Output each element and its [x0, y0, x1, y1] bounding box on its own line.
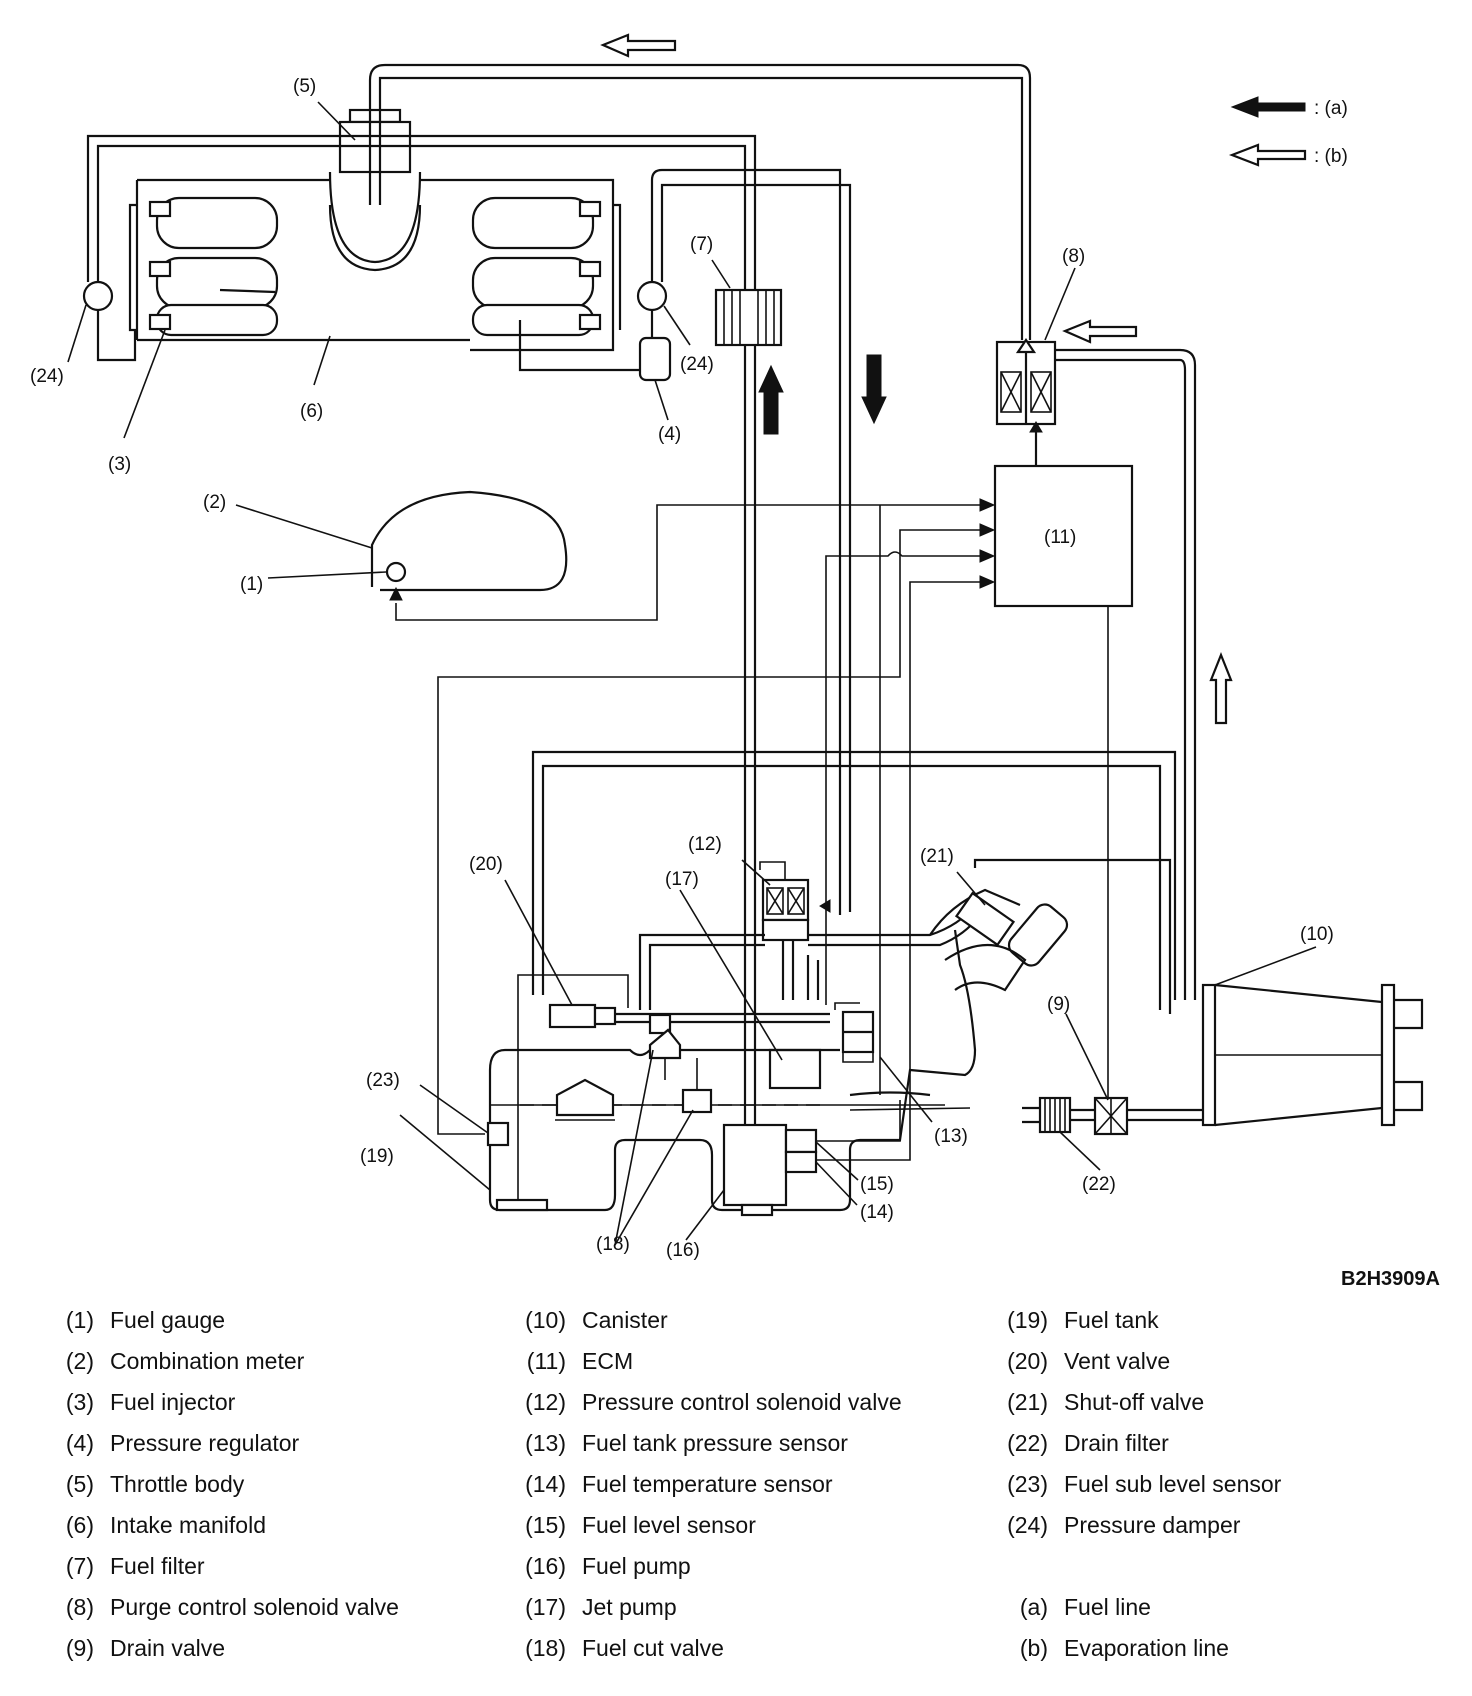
legend-item: (17)Jet pump [525, 1594, 677, 1620]
arrow-legend-a: : (a) [1314, 98, 1348, 119]
fuel-system-diagram: : (a) : (b) [30, 33, 1424, 1260]
legend-item: (3)Fuel injector [65, 1389, 236, 1415]
fuel-sub-level-sensor [486, 1121, 510, 1147]
legend-item: (24)Pressure damper [1007, 1512, 1241, 1538]
callout-21: (21) [920, 846, 954, 867]
callout-10: (10) [1300, 924, 1334, 945]
legend-item: (16)Fuel pump [525, 1553, 691, 1579]
legend-item: (13)Fuel tank pressure sensor [525, 1430, 848, 1456]
fuel-flow-up-arrow-icon [758, 364, 784, 435]
arrow-legend: : (a) : (b) [1228, 96, 1348, 167]
legend-item: (1)Fuel gauge [65, 1307, 226, 1333]
legend-item: (19)Fuel tank [1007, 1307, 1159, 1333]
evaporation-line-arrow-icon [1228, 143, 1307, 167]
drain-valve [1093, 1096, 1129, 1136]
callout-2: (2) [203, 492, 226, 513]
fuel-pump [722, 1123, 788, 1207]
throttle-body [328, 108, 422, 272]
legend-item: (5)Throttle body [65, 1471, 245, 1497]
legend-item: (12)Pressure control solenoid valve [525, 1389, 902, 1415]
legend-item: (14)Fuel temperature sensor [525, 1471, 833, 1497]
callout-6: (6) [300, 401, 323, 422]
pressure-regulator [638, 336, 672, 382]
callout-16: (16) [666, 1240, 700, 1260]
legend-item: (11)ECM [526, 1348, 634, 1374]
legend-item: (21)Shut-off valve [1007, 1389, 1205, 1415]
pressure-damper [636, 280, 668, 312]
arrow-legend-b: : (b) [1314, 146, 1348, 167]
fuel-cut-valve [681, 1088, 713, 1114]
legend-column-3: (19)Fuel tank (20)Vent valve (21)Shut-of… [996, 1300, 1281, 1669]
legend-item: (20)Vent valve [1007, 1348, 1171, 1374]
figure-code: B2H3909A [1341, 1268, 1440, 1290]
legend-item: (18)Fuel cut valve [525, 1635, 724, 1661]
callout-19: (19) [360, 1146, 394, 1167]
callout-3: (3) [108, 454, 131, 475]
fuel-flow-down-arrow-icon [861, 354, 887, 425]
callout-13: (13) [934, 1126, 968, 1147]
combination-meter [370, 490, 568, 592]
callout-5: (5) [293, 76, 316, 97]
callout-17: (17) [665, 869, 699, 890]
legend-item: (22)Drain filter [1007, 1430, 1169, 1456]
evap-flow-arrow-icon [1209, 652, 1233, 725]
legend-line-item: (b)Evaporation line [1019, 1635, 1229, 1661]
fuel-temperature-sensor [784, 1150, 818, 1174]
fuel-level-sensor [784, 1128, 818, 1154]
legend-item: (9)Drain valve [65, 1635, 226, 1661]
intake-manifold [135, 178, 615, 352]
evap-flow-arrow-icon [1062, 319, 1138, 344]
fuel-tank-pressure-sensor [834, 1002, 875, 1063]
parts-legend: (1)Fuel gauge (2)Combination meter (3)Fu… [0, 1300, 1472, 1680]
fuel-gauge [385, 561, 407, 583]
legend-item: (4)Pressure regulator [65, 1430, 300, 1456]
callout-labels: (5) (2) (1) (3) (24) (6) (4) (24) (7) (8… [30, 76, 1334, 1260]
callout-23: (23) [366, 1070, 400, 1091]
purge-control-solenoid-valve [995, 338, 1057, 426]
callout-11: (11) [1044, 527, 1076, 548]
callout-20: (20) [469, 854, 503, 875]
legend-item: (6)Intake manifold [65, 1512, 266, 1538]
evap-flow-arrow-icon [600, 33, 677, 58]
callout-1: (1) [240, 574, 263, 595]
callout-24-right: (24) [680, 354, 714, 375]
legend-spacer [996, 1546, 1281, 1587]
callout-9: (9) [1047, 994, 1070, 1015]
legend-item: (10)Canister [525, 1307, 668, 1333]
legend-column-2: (10)Canister (11)ECM (12)Pressure contro… [514, 1300, 902, 1669]
callout-18: (18) [596, 1234, 630, 1255]
legend-item: (2)Combination meter [65, 1348, 305, 1374]
callout-7: (7) [690, 234, 713, 255]
fuel-filter [714, 288, 783, 347]
leader-lines [67, 101, 1317, 1246]
fuel-cut-valve [648, 1028, 682, 1060]
callout-22: (22) [1082, 1174, 1116, 1195]
jet-pump [768, 1048, 822, 1090]
legend-item: (23)Fuel sub level sensor [1007, 1471, 1282, 1497]
canister [1201, 983, 1424, 1127]
legend-line-item: (a)Fuel line [1019, 1594, 1151, 1620]
legend-item: (15)Fuel level sensor [525, 1512, 756, 1538]
legend-item: (7)Fuel filter [65, 1553, 205, 1579]
callout-4: (4) [658, 424, 681, 445]
ecm [993, 464, 1134, 608]
callout-24-left: (24) [30, 366, 64, 387]
fuel-line-arrow-icon [1230, 96, 1306, 118]
pressure-damper [82, 280, 114, 312]
callout-15: (15) [860, 1174, 894, 1195]
legend-column-1: (1)Fuel gauge (2)Combination meter (3)Fu… [46, 1300, 399, 1669]
callout-8: (8) [1062, 246, 1085, 267]
callout-12: (12) [688, 834, 722, 855]
callout-14: (14) [860, 1202, 894, 1223]
shut-off-valve [929, 888, 1069, 992]
fuel-injector [148, 200, 172, 218]
vent-valve [548, 1003, 597, 1029]
pressure-control-solenoid-valve [759, 861, 831, 942]
legend-item: (8)Purge control solenoid valve [65, 1594, 399, 1620]
